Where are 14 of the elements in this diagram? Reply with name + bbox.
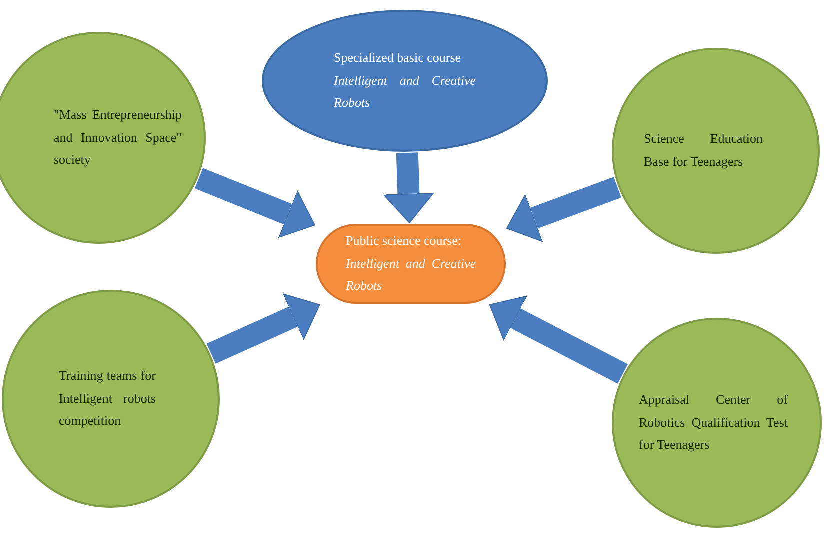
node-title: Training teams for Intelligent robots competition xyxy=(59,366,156,430)
node-title: Specialized basic course xyxy=(334,48,462,67)
block-arrow xyxy=(506,177,622,242)
node-title: Public science course: xyxy=(346,232,463,250)
block-arrow xyxy=(206,294,320,364)
block-arrow xyxy=(194,168,316,238)
node-title: "Mass Entrepreneurship and Innovation Space" society xyxy=(54,106,182,170)
node-title: Science Education Base for Teenagers xyxy=(644,130,763,171)
node-subtitle: Intelligent and Creative Robots xyxy=(334,72,476,112)
block-arrow xyxy=(383,152,434,224)
block-arrow xyxy=(489,296,628,384)
rounded-node xyxy=(316,224,506,304)
node-subtitle: Intelligent and Creative Robots xyxy=(346,254,476,296)
node-title: Appraisal Center of Robotics Qualification Test for Teenagers xyxy=(639,390,788,454)
